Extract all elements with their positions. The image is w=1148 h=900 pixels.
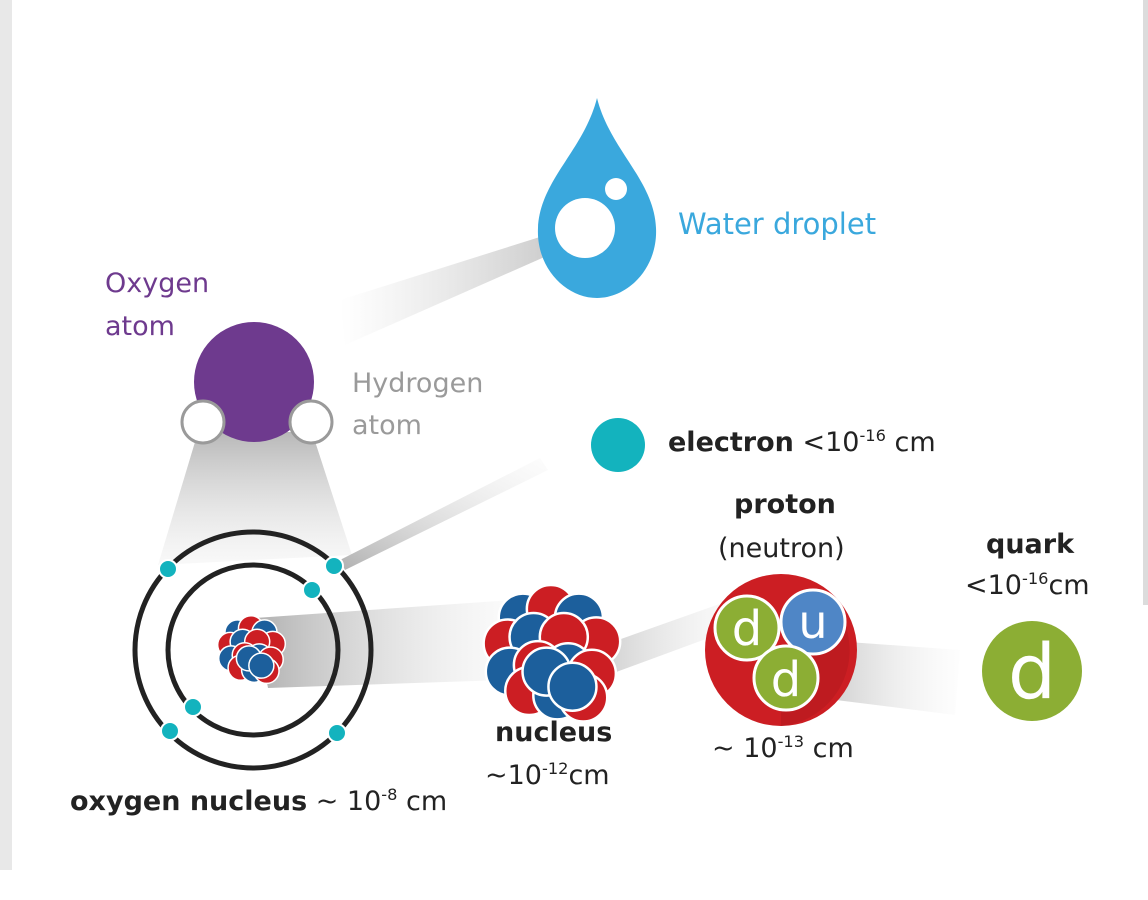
hydrogen-atom-label-line2: atom bbox=[352, 410, 422, 441]
left-edge-bar bbox=[0, 0, 12, 870]
nucleus-label: nucleus bbox=[495, 717, 613, 748]
quark-label: quark bbox=[986, 529, 1075, 560]
proton-size-unit: cm bbox=[804, 733, 854, 764]
nucleus-size-exponent: -12 bbox=[541, 759, 569, 778]
beam-electron bbox=[340, 458, 548, 570]
proton: d u d bbox=[705, 574, 857, 726]
quark-d-bottom-glyph: d bbox=[771, 652, 801, 708]
beam-atom-to-orbit bbox=[158, 432, 352, 565]
oxygen-nucleus-size-unit: cm bbox=[397, 786, 448, 817]
quark-size-exponent: -16 bbox=[1021, 569, 1049, 588]
big-nucleus-neutron-16 bbox=[547, 661, 598, 712]
nucleus-size-label: ~10-12cm bbox=[485, 760, 610, 792]
beam-atom-to-droplet bbox=[340, 225, 592, 345]
nucleus-size-prefix: ~10 bbox=[485, 760, 542, 791]
oxygen-atom bbox=[194, 322, 314, 442]
electron-label: electron <10-16 cm bbox=[668, 427, 936, 459]
orbit-electron-2 bbox=[324, 556, 344, 576]
proton-size-prefix: ~ 10 bbox=[712, 733, 778, 764]
hydrogen-atom-label-line1: Hydrogen bbox=[352, 368, 484, 399]
beam-nucleus-to-proton bbox=[590, 596, 752, 675]
oxygen-orbit-model bbox=[132, 529, 374, 771]
neutron-label: (neutron) bbox=[718, 533, 845, 564]
oxygen-nucleus-name: oxygen nucleus bbox=[70, 786, 308, 817]
quark-d-left bbox=[713, 594, 781, 662]
quark-u bbox=[779, 588, 847, 656]
quark-glyph: d bbox=[1008, 627, 1056, 716]
orbit-electron-1 bbox=[158, 559, 178, 579]
oxygen-atom-label-line2: atom bbox=[105, 311, 175, 342]
electron-name: electron bbox=[668, 427, 794, 458]
outer-orbit bbox=[132, 529, 374, 771]
electron-size-prefix: <10 bbox=[793, 427, 860, 458]
oxygen-nucleus-small bbox=[216, 614, 287, 685]
electron-size-exponent: -16 bbox=[859, 426, 886, 445]
small-nucleus-neutron-16 bbox=[248, 652, 275, 679]
quark-size-label: <10-16cm bbox=[965, 570, 1090, 602]
oxygen-nucleus-label: oxygen nucleus ~ 10-8 cm bbox=[70, 786, 447, 818]
hydrogen-atom-left bbox=[180, 399, 226, 445]
oxygen-nucleus-size-prefix: ~ 10 bbox=[307, 786, 382, 817]
quark-size-prefix: <10 bbox=[965, 570, 1022, 601]
nucleus-size-unit: cm bbox=[568, 760, 610, 791]
proton-label: proton bbox=[734, 489, 836, 520]
orbit-electron-5 bbox=[160, 721, 180, 741]
water-droplet-label: Water droplet bbox=[678, 207, 877, 241]
electron-legend-dot bbox=[591, 418, 645, 472]
orbit-electron-4 bbox=[183, 697, 203, 717]
quark-u-glyph: u bbox=[798, 595, 827, 649]
proton-size-label: ~ 10-13 cm bbox=[712, 733, 854, 765]
quark-size-unit: cm bbox=[1048, 570, 1090, 601]
right-edge-bar bbox=[1143, 0, 1148, 605]
oxygen-atom-label-line1: Oxygen bbox=[105, 268, 210, 299]
nucleus-large bbox=[482, 583, 622, 723]
quark-sphere bbox=[982, 621, 1082, 721]
proton-size-exponent: -13 bbox=[777, 732, 805, 751]
oxygen-nucleus-size-exponent: -8 bbox=[381, 785, 398, 804]
inner-orbit bbox=[165, 562, 341, 738]
quark-d-left-glyph: d bbox=[732, 601, 762, 657]
quark-d-bottom bbox=[752, 644, 820, 712]
orbit-electron-6 bbox=[327, 723, 347, 743]
beam-oxygen-to-nucleus bbox=[255, 600, 512, 688]
water-molecule bbox=[180, 322, 334, 445]
hydrogen-atom-right bbox=[288, 399, 334, 445]
quark-single: d bbox=[982, 621, 1082, 721]
orbit-electron-3 bbox=[302, 580, 322, 600]
electron-size-unit: cm bbox=[885, 427, 936, 458]
water-droplet bbox=[537, 98, 657, 298]
